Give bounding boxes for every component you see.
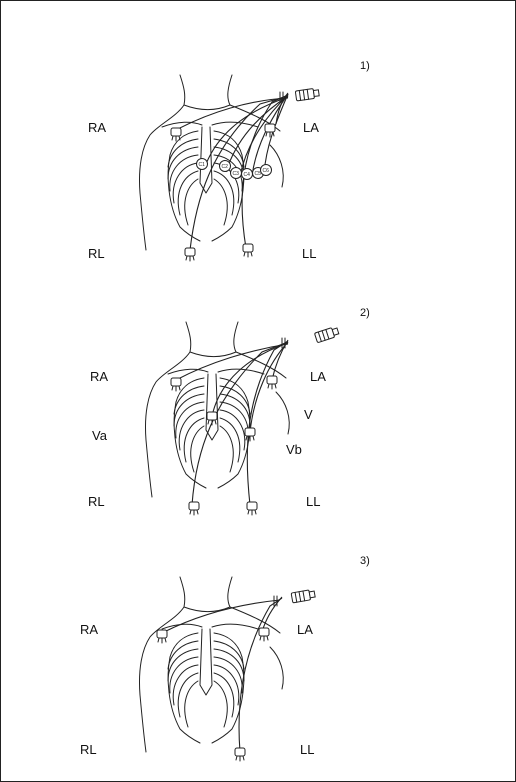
svg-text:C6: C6	[263, 168, 270, 174]
figure-1-diagram: C1 C2 C3 C4 C5 C6	[139, 75, 319, 261]
svg-text:C5: C5	[255, 171, 262, 177]
svg-text:C3: C3	[233, 171, 240, 177]
svg-text:C1: C1	[199, 162, 206, 168]
svg-text:C2: C2	[222, 164, 229, 170]
figure-2-diagram	[145, 322, 339, 515]
figure-3-diagram	[139, 577, 315, 761]
svg-text:C4: C4	[244, 172, 251, 178]
